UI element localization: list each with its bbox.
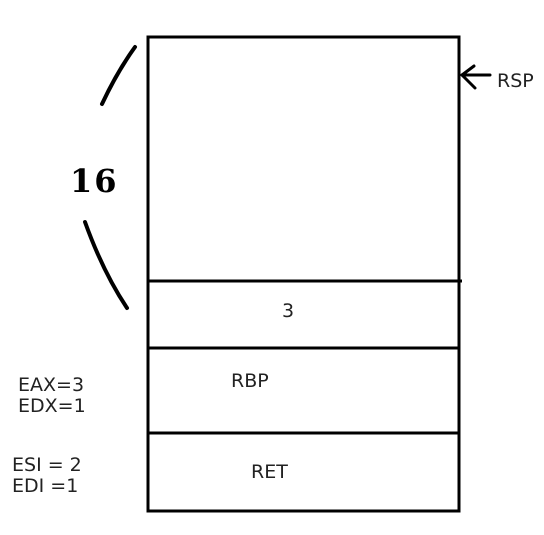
rsp-label: RSP	[497, 70, 534, 92]
register-edi: EDI =1	[12, 475, 79, 497]
stack-size-annotation: 16	[70, 162, 119, 200]
slot-value-3: 3	[282, 300, 295, 322]
size-brace-upper-stroke	[100, 45, 137, 106]
register-eax: EAX=3	[18, 374, 85, 396]
register-esi: ESI = 2	[12, 454, 82, 476]
slot-label-ret: RET	[251, 461, 288, 483]
rsp-arrow-icon	[460, 64, 492, 90]
stack-outline	[146, 35, 461, 513]
size-brace-lower-stroke	[83, 220, 129, 310]
slot-label-rbp: RBP	[231, 370, 269, 392]
register-edx: EDX=1	[18, 395, 86, 417]
